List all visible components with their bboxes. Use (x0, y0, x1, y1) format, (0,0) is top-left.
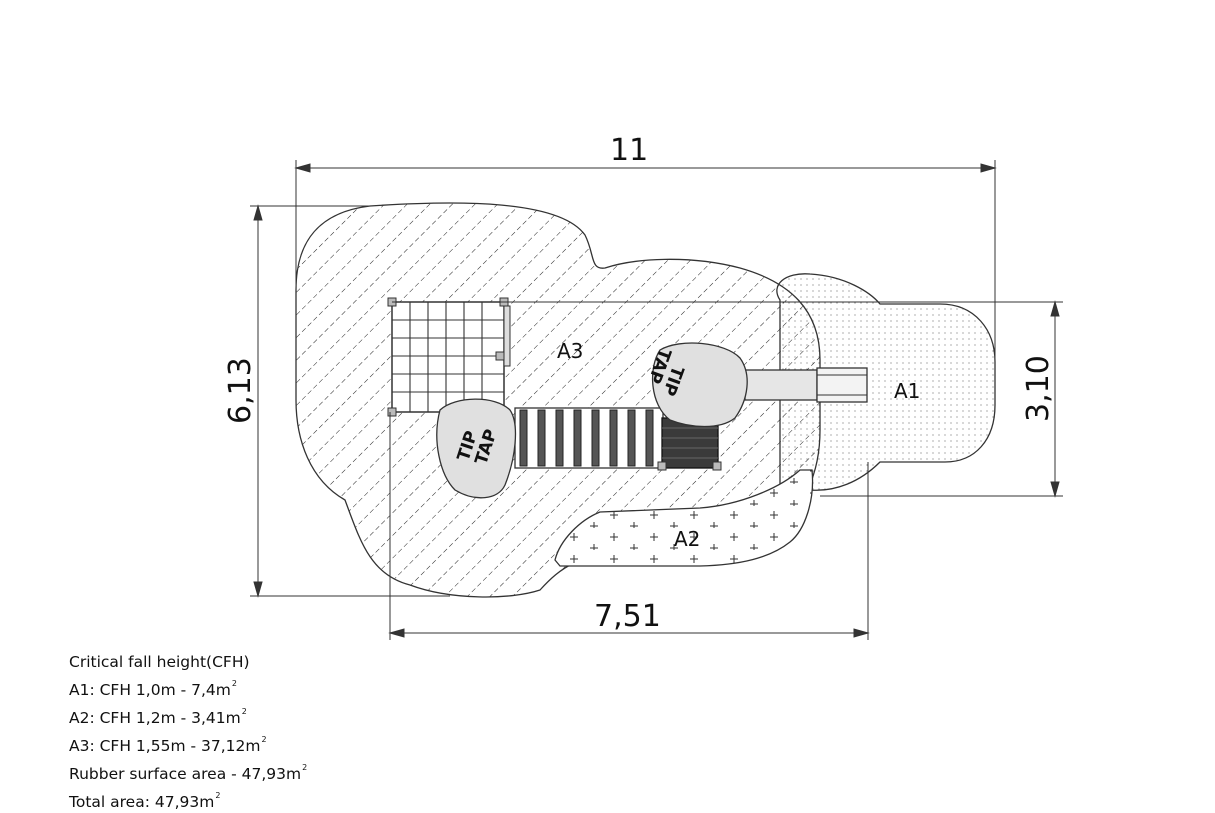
dimension-overall-width (250, 204, 450, 598)
legend-rubber-text: Rubber surface area - 47,93m (69, 765, 302, 783)
dimension-overall-length (294, 160, 997, 362)
dimension-lower-length (388, 412, 870, 640)
platform (657, 417, 722, 471)
dimension-label-overall-length: 11 (610, 133, 648, 168)
slide (744, 367, 868, 403)
legend-a3-text: A3: CFH 1,55m - 37,12m (69, 737, 261, 755)
climbing-net (387, 297, 511, 417)
zone-label-a1: A1 (894, 379, 920, 403)
legend-row-rubber: Rubber surface area - 47,93m2 (69, 757, 489, 785)
legend-title: Critical fall height(CFH) (69, 653, 250, 671)
zone-label-a3: A3 (557, 339, 583, 363)
bridge (514, 407, 664, 469)
dimension-equipment-width (392, 300, 1063, 498)
legend-rubber-sup: 2 (302, 763, 308, 772)
zone-a2-area (554, 469, 814, 567)
zone-label-a2: A2 (674, 527, 700, 551)
playground-plan: TIP TAP TIP TAP A3 A1 A2 11 6,13 3 (223, 133, 1063, 640)
dimension-label-overall-width: 6,13 (223, 357, 258, 424)
legend-row-a1: A1: CFH 1,0m - 7,4m2 (69, 673, 489, 701)
legend-total-sup: 2 (215, 791, 221, 800)
legend-row-a3: A3: CFH 1,55m - 37,12m2 (69, 729, 489, 757)
zone-a1-area (776, 273, 996, 491)
logo-panel-left: TIP TAP (436, 398, 517, 499)
legend-row-total: Total area: 47,93m2 (69, 785, 489, 813)
legend-a3-sup: 2 (261, 735, 267, 744)
legend-a1-sup: 2 (231, 679, 237, 688)
legend-a2-sup: 2 (241, 707, 247, 716)
legend-total-text: Total area: 47,93m (69, 793, 215, 811)
logo-panel-right: TIP TAP (644, 342, 748, 428)
legend-a1-text: A1: CFH 1,0m - 7,4m (69, 681, 231, 699)
fall-height-legend: Critical fall height(CFH) A1: CFH 1,0m -… (69, 652, 489, 813)
dimension-label-equipment-width: 3,10 (1021, 355, 1056, 422)
dimension-label-lower-length: 7,51 (594, 599, 661, 634)
legend-row-a2: A2: CFH 1,2m - 3,41m2 (69, 701, 489, 729)
legend-a2-text: A2: CFH 1,2m - 3,41m (69, 709, 241, 727)
